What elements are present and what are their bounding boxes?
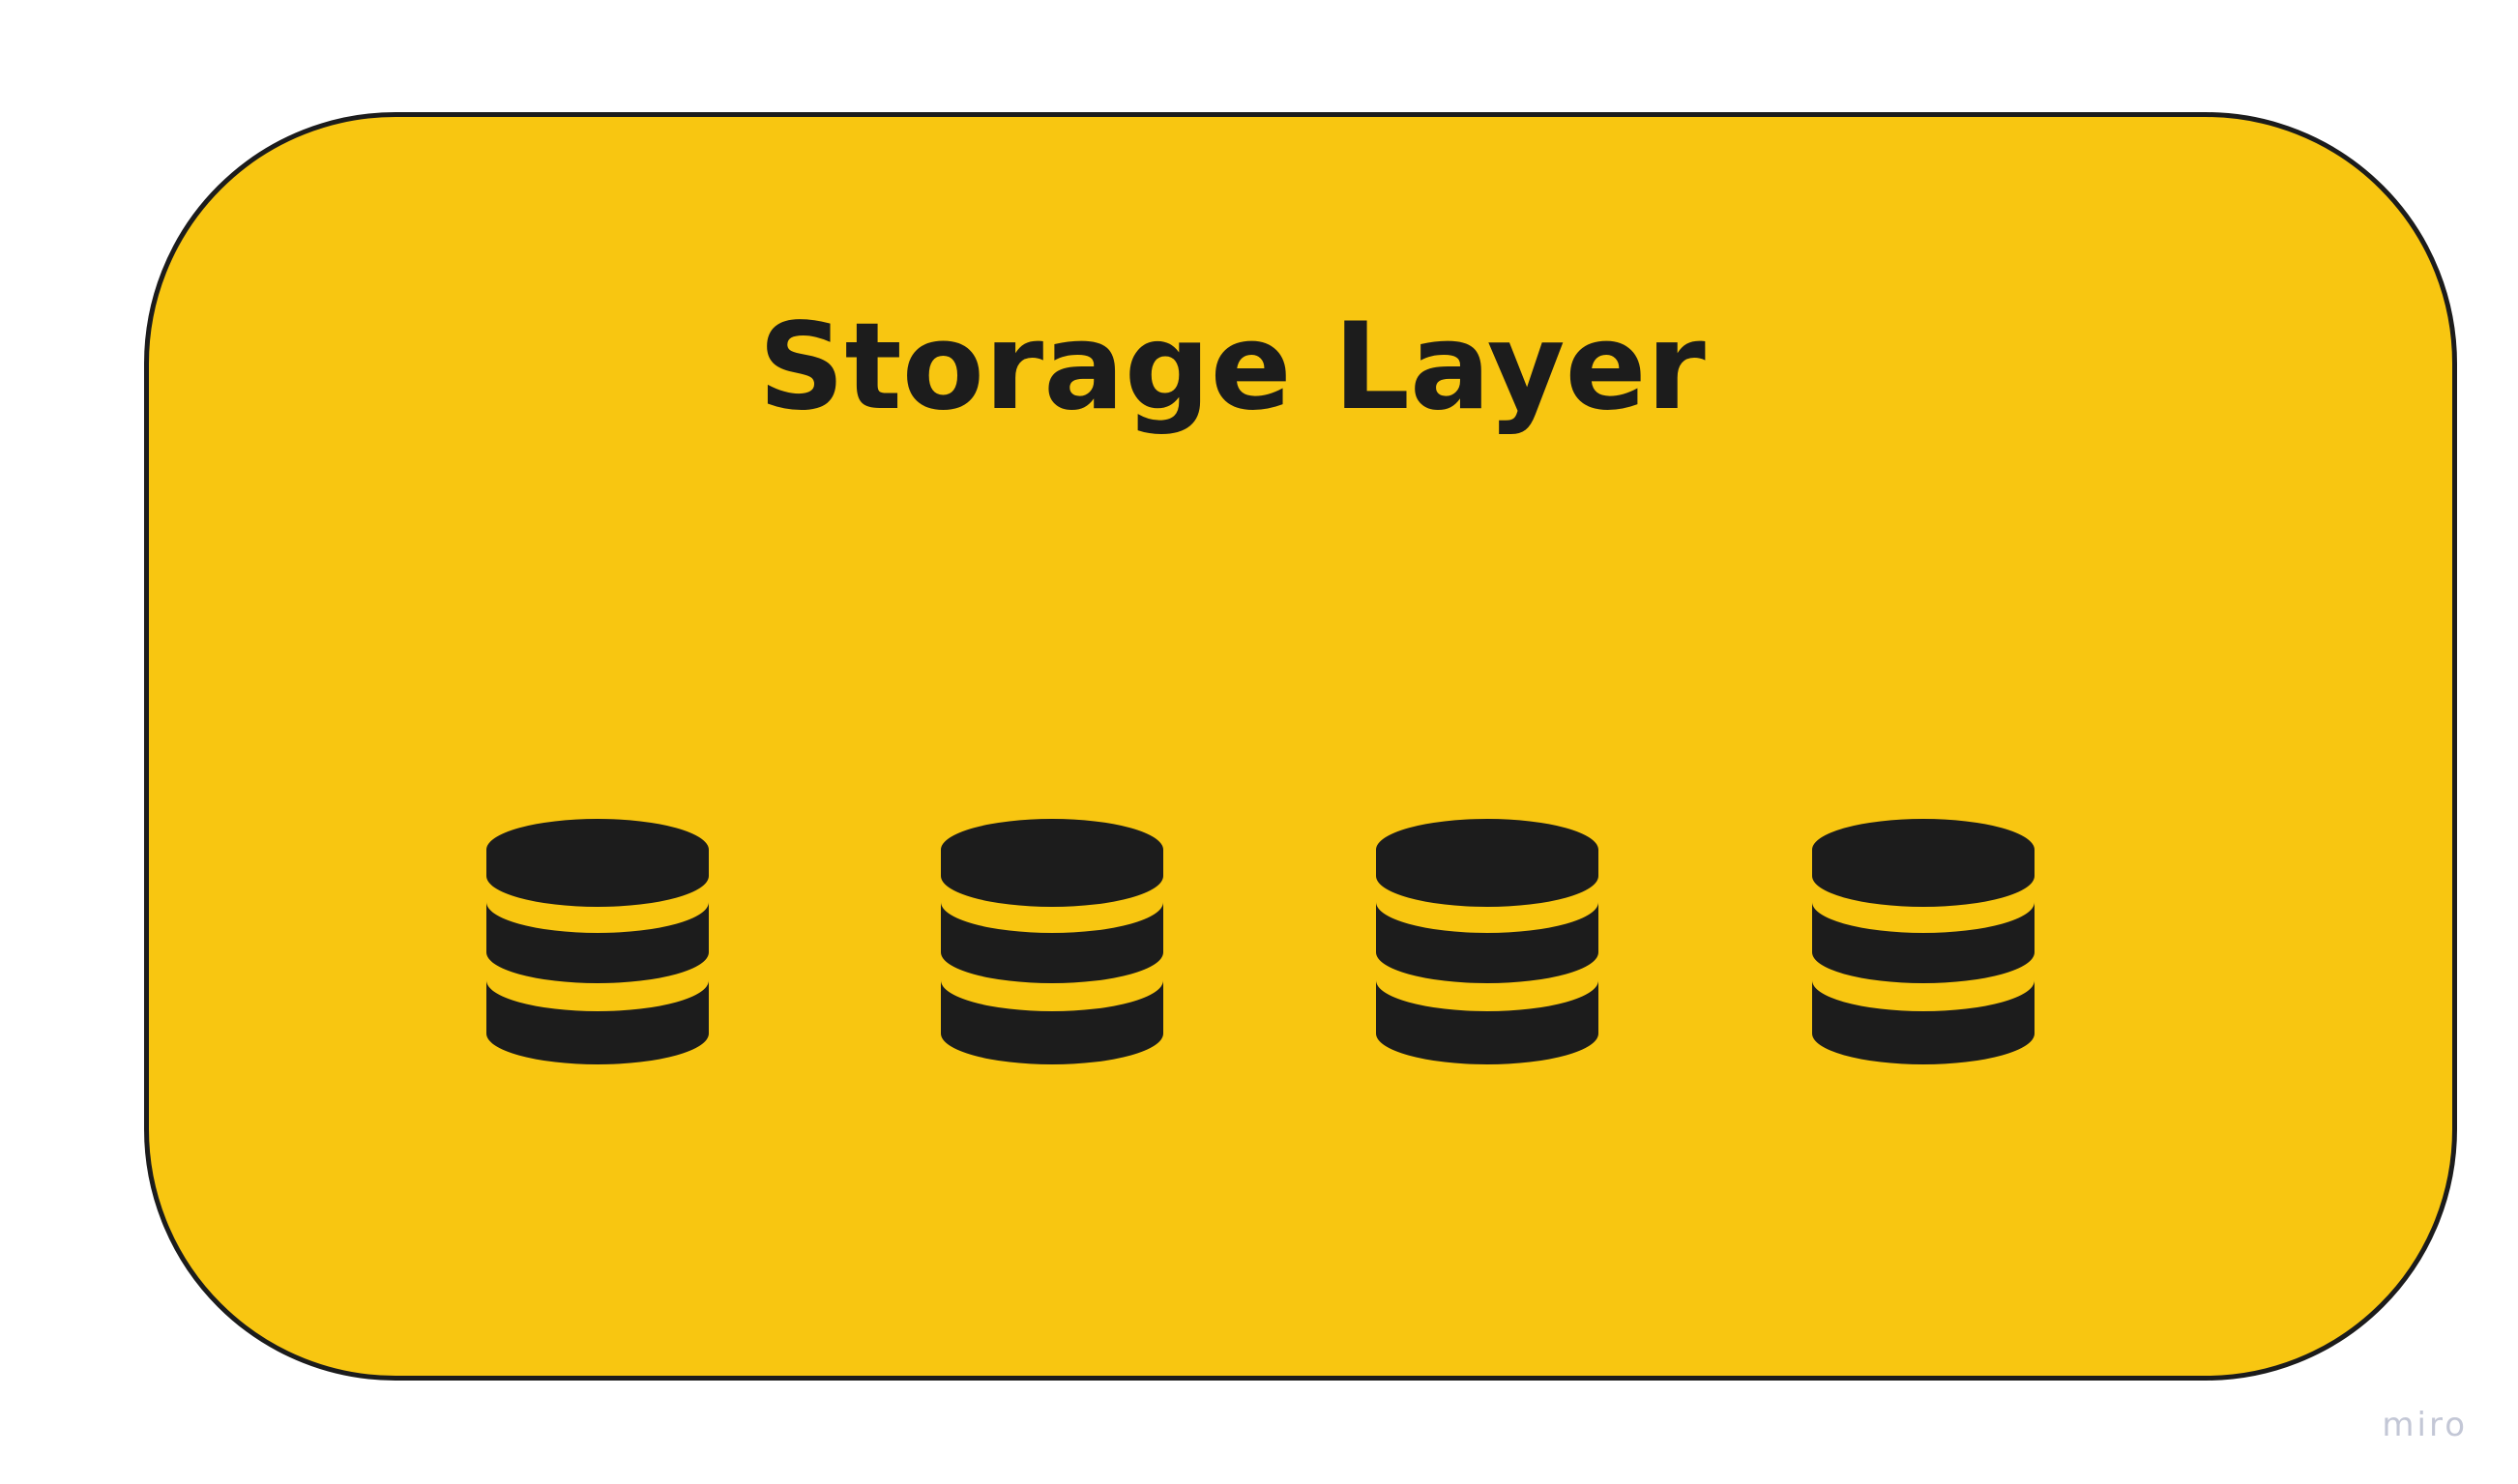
database-icon[interactable] xyxy=(941,815,1163,1068)
database-icon[interactable] xyxy=(1812,815,2035,1068)
storage-layer-box[interactable] xyxy=(144,112,2457,1381)
database-icon[interactable] xyxy=(1376,815,1598,1068)
database-icon[interactable] xyxy=(486,815,709,1068)
miro-watermark: miro xyxy=(2382,1406,2468,1444)
storage-layer-title: Storage Layer xyxy=(758,298,1706,437)
